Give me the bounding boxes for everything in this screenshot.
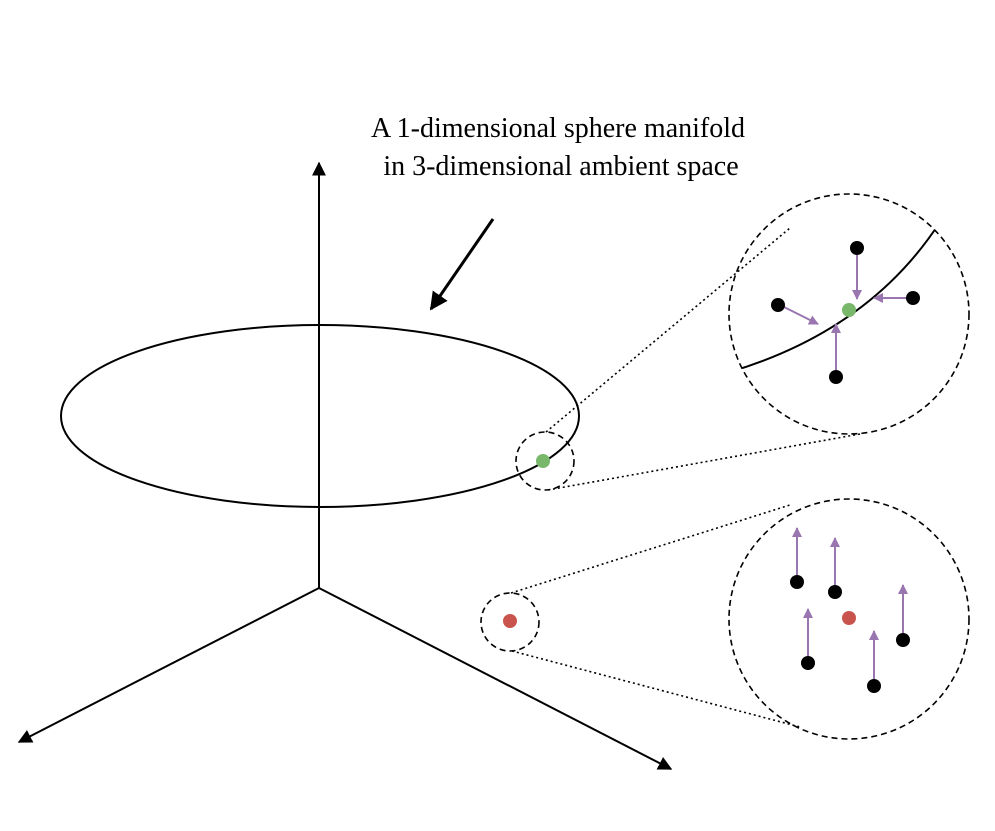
- zoom-line-top-upper: [545, 227, 791, 433]
- axis-left: [17, 587, 320, 743]
- sample-point: [801, 656, 815, 670]
- sphere-manifold: [60, 324, 580, 508]
- sample-point: [896, 633, 910, 647]
- magnifier-large-off-manifold: [728, 498, 970, 740]
- axis-right: [318, 587, 673, 770]
- zoom-line-top-lower: [547, 433, 861, 491]
- magnifier-small-off-manifold: [480, 592, 540, 652]
- magnifier-large-on-manifold: [728, 193, 970, 435]
- magnifier-small-on-manifold: [515, 431, 575, 491]
- sample-point: [828, 585, 842, 599]
- caption-line-1: A 1-dimensional sphere manifold: [371, 113, 745, 144]
- on-manifold-point: [536, 454, 550, 468]
- zoomed-off-manifold-point: [842, 611, 856, 625]
- sample-point: [906, 291, 920, 305]
- caption-pointer-arrow: [429, 218, 495, 311]
- sample-point: [850, 241, 864, 255]
- off-manifold-point: [503, 614, 517, 628]
- sample-point: [829, 370, 843, 384]
- projection-arrow: [783, 306, 819, 325]
- zoom-line-bottom-upper: [510, 504, 791, 594]
- sample-point: [867, 679, 881, 693]
- sample-point: [771, 298, 785, 312]
- zoomed-on-manifold-point: [842, 303, 856, 317]
- zoom-line-bottom-lower: [511, 650, 801, 728]
- caption-line-2: in 3-dimensional ambient space: [383, 151, 738, 182]
- sample-point: [790, 575, 804, 589]
